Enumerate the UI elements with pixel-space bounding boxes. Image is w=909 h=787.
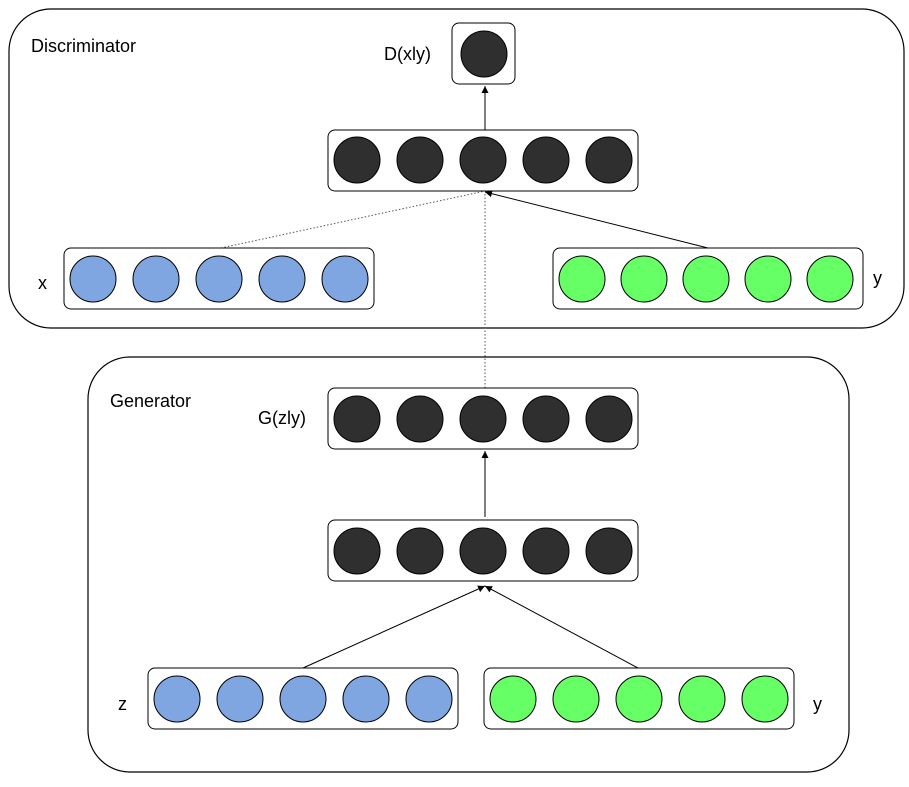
generator-title: Generator [110,391,191,411]
gen-z-node [405,675,453,723]
gen-y-to-hidden-arrow [484,585,639,669]
disc-hidden-node [459,136,507,184]
gen-output-node [333,395,381,443]
disc-hidden-node [585,136,633,184]
disc-y-to-hidden-arrow [484,190,709,249]
gen-hidden-node [459,527,507,575]
gen-y-node [678,675,726,723]
gen-z-to-hidden-arrow [302,585,486,669]
gen-output-label: G(zly) [258,408,306,428]
disc-x-node [321,255,369,303]
gen-z-node [153,675,201,723]
disc-hidden-node [396,136,444,184]
connections [220,86,709,669]
gen-hidden-node [396,527,444,575]
gen-hidden-node [522,527,570,575]
gen-output-node [585,395,633,443]
disc-y-node [682,255,730,303]
layers: D(xly) x y G(zly) [38,22,882,730]
disc-y-input-layer [552,247,864,310]
disc-x-label: x [38,273,47,293]
gen-hidden-node [333,527,381,575]
disc-x-to-hidden-dotted [220,190,486,249]
gen-y-input-layer [483,667,795,730]
disc-x-node [195,255,243,303]
discriminator-title: Discriminator [31,36,136,56]
gen-y-label: y [813,694,822,714]
disc-x-input-layer [63,247,375,310]
gen-output-node [459,395,507,443]
disc-y-node [558,255,606,303]
disc-output-label: D(xly) [384,44,431,64]
gen-z-node [342,675,390,723]
disc-hidden-layer [327,129,639,192]
disc-y-node [744,255,792,303]
discriminator-panel: Discriminator [8,8,905,329]
gen-y-node [615,675,663,723]
disc-y-node [806,255,854,303]
gen-hidden-node [585,527,633,575]
disc-y-node [620,255,668,303]
gen-output-node [522,395,570,443]
gen-z-label: z [118,694,127,714]
disc-y-label: y [873,268,882,288]
generator-panel: Generator [87,356,850,773]
disc-output-node [460,30,508,78]
disc-hidden-node [333,136,381,184]
gen-output-layer [327,387,639,450]
disc-output-layer [451,22,516,85]
gen-z-input-layer [147,667,459,730]
gen-y-node [741,675,789,723]
gen-z-node [279,675,327,723]
disc-x-node [258,255,306,303]
gen-y-node [552,675,600,723]
gen-hidden-layer [327,519,639,582]
gen-z-node [216,675,264,723]
gen-y-node [489,675,537,723]
disc-x-node [69,255,117,303]
disc-hidden-node [522,136,570,184]
gen-output-node [396,395,444,443]
disc-x-node [132,255,180,303]
